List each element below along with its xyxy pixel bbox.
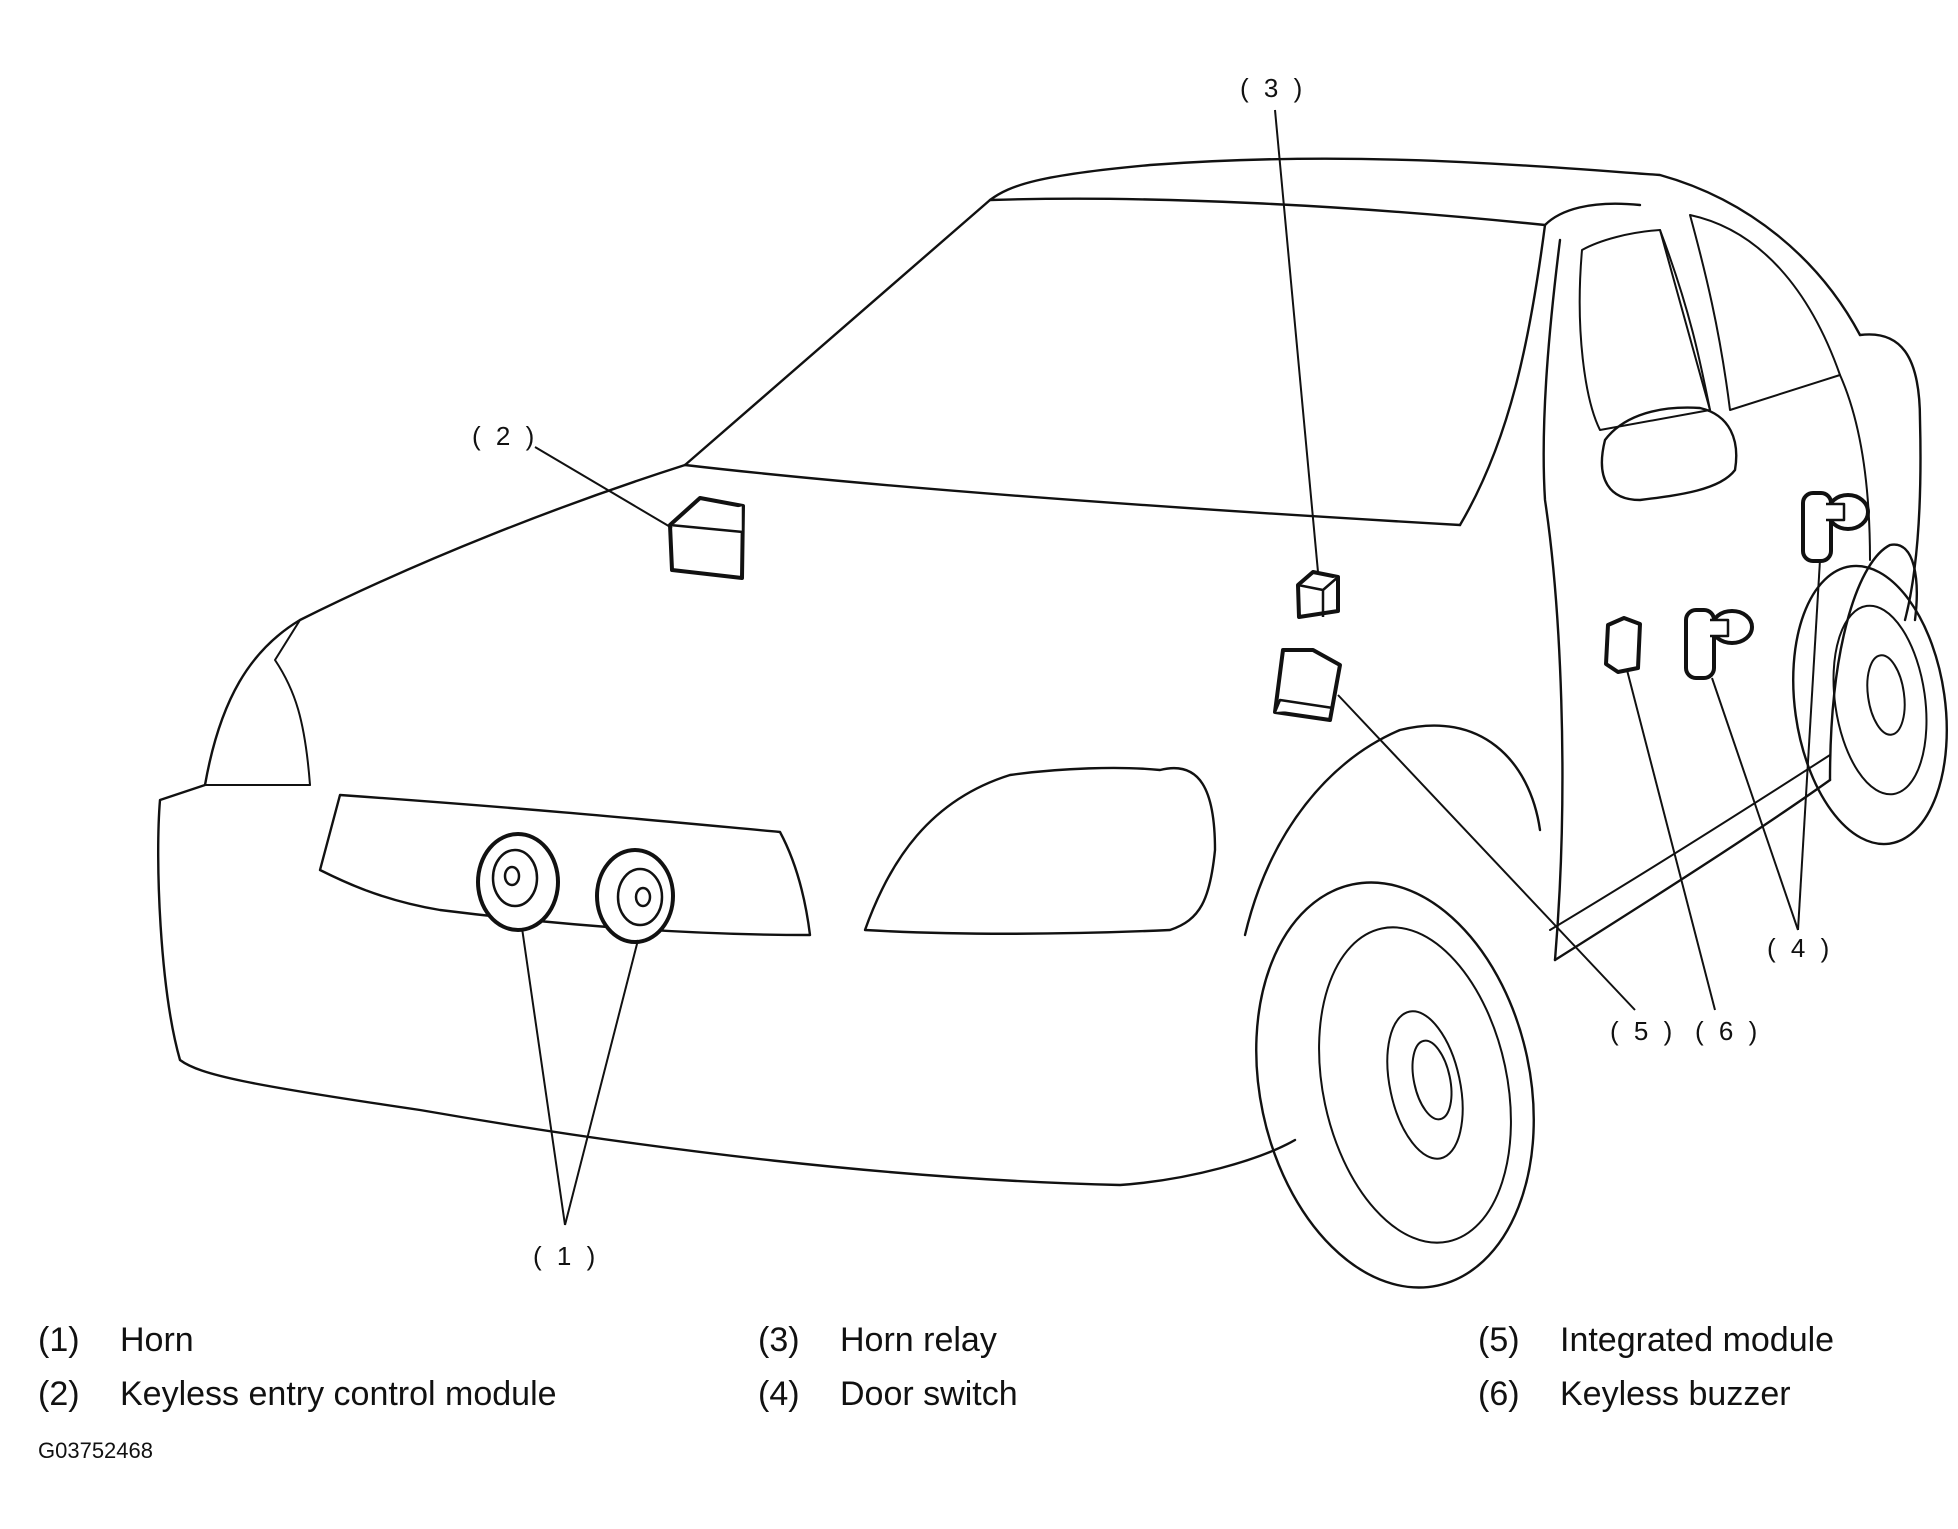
legend-number: (3) [758, 1321, 800, 1359]
leader-1a [521, 927, 566, 1226]
legend-number: (1) [38, 1321, 80, 1359]
legend-label: Keyless buzzer [1560, 1375, 1791, 1413]
horn-right [595, 848, 675, 944]
legend-label: Integrated module [1560, 1321, 1835, 1359]
leader-1b [564, 939, 639, 1226]
legend-number: (2) [38, 1375, 80, 1413]
leader-lines [521, 109, 1821, 1226]
callout-6: ( 6 ) [1695, 1016, 1761, 1046]
legend-label: Horn [120, 1321, 194, 1359]
keyless-entry-control-module [668, 496, 745, 580]
callout-2: ( 2 ) [472, 421, 538, 451]
horn-relay [1296, 570, 1340, 619]
callout-4: ( 4 ) [1767, 933, 1833, 963]
legend-item-integrated-module: (5) Integrated module [1478, 1320, 1834, 1360]
legend-item-keyless-buzzer: (6) Keyless buzzer [1478, 1374, 1791, 1414]
leader-2 [534, 446, 673, 529]
legend-item-door-switch: (4) Door switch [758, 1374, 1018, 1414]
car-component-diagram: ( 1 ) ( 2 ) ( 3 ) ( 4 ) ( 5 ) ( 6 ) [156, 73, 1948, 1289]
door-switch-rear [1801, 491, 1870, 563]
figure-id: G03752468 [38, 1438, 153, 1463]
legend-item-horn: (1) Horn [38, 1320, 194, 1360]
leader-3 [1274, 109, 1319, 573]
leader-4a [1797, 559, 1821, 931]
legend-number: (6) [1478, 1375, 1520, 1413]
legend-number: (5) [1478, 1321, 1520, 1359]
legend-label: Keyless entry control module [120, 1375, 557, 1413]
callout-3: ( 3 ) [1240, 73, 1306, 103]
legend-label: Door switch [840, 1375, 1018, 1413]
door-switch-front [1684, 608, 1754, 680]
horn-left [476, 832, 560, 932]
leader-6 [1626, 669, 1716, 1011]
leader-5 [1337, 694, 1636, 1011]
leader-4b [1711, 677, 1799, 931]
legend-item-keyless-entry-control-module: (2) Keyless entry control module [38, 1374, 557, 1414]
legend: (1) Horn (2) Keyless entry control modul… [0, 1310, 1958, 1440]
keyless-buzzer [1604, 616, 1642, 674]
car-body-outline [156, 157, 1948, 1289]
legend-item-horn-relay: (3) Horn relay [758, 1320, 997, 1360]
callout-5: ( 5 ) [1610, 1016, 1676, 1046]
callout-1: ( 1 ) [533, 1241, 599, 1271]
legend-label: Horn relay [840, 1321, 997, 1359]
integrated-module [1273, 648, 1342, 722]
legend-number: (4) [758, 1375, 800, 1413]
